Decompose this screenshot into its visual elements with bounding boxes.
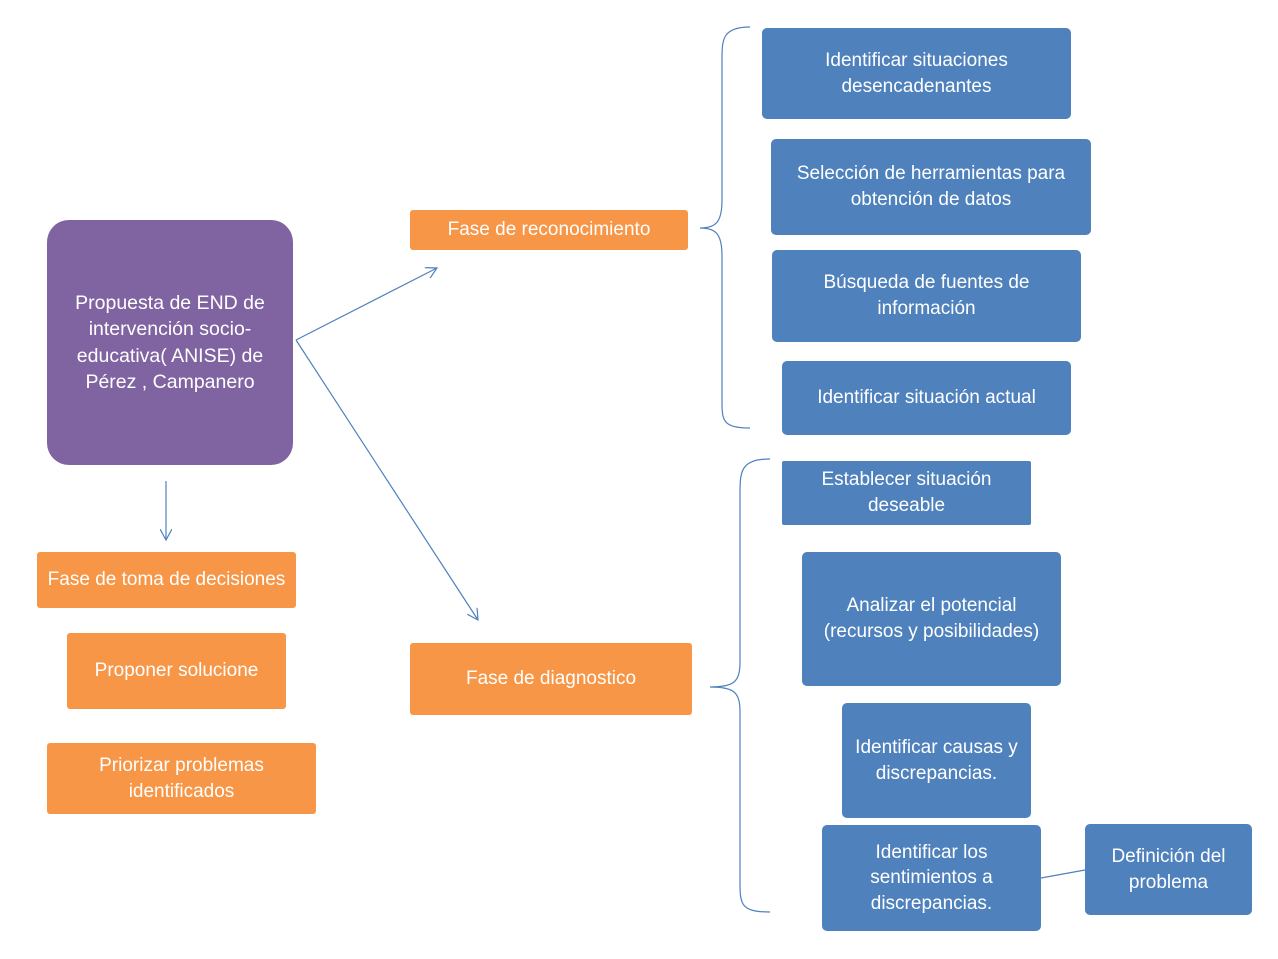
phase-diagnostico-label: Fase de diagnostico <box>465 668 637 690</box>
decisiones-step-proponer: Proponer solucione <box>67 633 286 709</box>
phase-reconocimiento-label: Fase de reconocimiento <box>447 219 651 241</box>
reconocimiento-step-fuentes-label: Búsqueda de fuentes de información <box>823 272 1030 319</box>
decisiones-step-priorizar: Priorizar problemas identificados <box>47 743 316 814</box>
brace-diagnostico <box>709 458 771 913</box>
root-label: Propuesta de END de intervención socio-e… <box>75 291 265 393</box>
diagnostico-step-sentimientos: Identificar los sentimientos a discrepan… <box>822 825 1041 931</box>
arrow-root-to-diagnostico <box>295 339 478 620</box>
diagnostico-step-deseable: Establecer situación deseable <box>782 461 1031 525</box>
reconocimiento-step-fuentes: Búsqueda de fuentes de información <box>772 250 1081 342</box>
phase-reconocimiento: Fase de reconocimiento <box>410 210 688 250</box>
reconocimiento-step-actual: Identificar situación actual <box>782 361 1071 435</box>
reconocimiento-step-herramientas: Selección de herramientas para obtención… <box>771 139 1091 235</box>
decisiones-step-proponer-label: Proponer solucione <box>94 660 259 682</box>
definicion-problema: Definición del problema <box>1085 824 1252 915</box>
definicion-problema-label: Definición del problema <box>1111 845 1226 893</box>
reconocimiento-step-herramientas-label: Selección de herramientas para obtención… <box>796 163 1066 210</box>
phase-diagnostico: Fase de diagnostico <box>410 643 692 715</box>
reconocimiento-step-desencadenantes: Identificar situaciones desencadenantes <box>762 28 1071 119</box>
diagnostico-step-potencial: Analizar el potencial (recursos y posibi… <box>802 552 1061 686</box>
phase-decisiones-label: Fase de toma de decisiones <box>47 569 286 591</box>
line-sentimientos-to-definicion <box>1040 869 1086 879</box>
diagnostico-step-potencial-label: Analizar el potencial (recursos y posibi… <box>823 595 1040 642</box>
brace-reconocimiento <box>699 26 751 429</box>
arrow-root-to-reconocimiento <box>295 268 437 341</box>
reconocimiento-step-actual-label: Identificar situación actual <box>817 387 1036 409</box>
root-node: Propuesta de END de intervención socio-e… <box>47 220 293 465</box>
reconocimiento-step-desencadenantes-label: Identificar situaciones desencadenantes <box>825 49 1008 97</box>
phase-decisiones: Fase de toma de decisiones <box>37 552 296 608</box>
diagnostico-step-sentimientos-label: Identificar los sentimientos a discrepan… <box>870 841 993 914</box>
diagnostico-step-causas: Identificar causas y discrepancias. <box>842 703 1031 818</box>
decisiones-step-priorizar-label: Priorizar problemas identificados <box>99 754 264 802</box>
diagnostico-step-deseable-label: Establecer situación deseable <box>821 469 992 516</box>
diagnostico-step-causas-label: Identificar causas y discrepancias. <box>855 736 1018 784</box>
